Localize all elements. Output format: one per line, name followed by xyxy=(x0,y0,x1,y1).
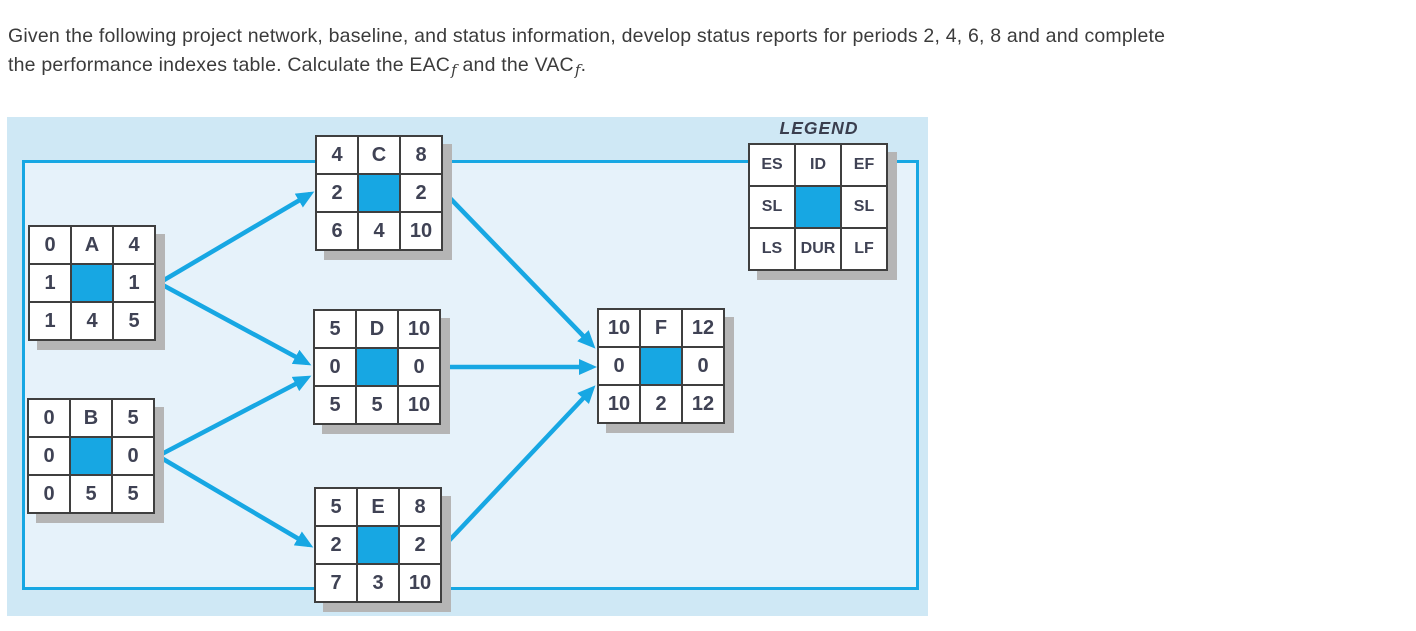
arrow-b-d xyxy=(156,375,312,458)
network-diagram-panel: 0 A 4 1 1 1 4 5 0 B 5 0 0 0 5 5 4 C 8 2 xyxy=(7,117,928,616)
cell-ls: 6 xyxy=(317,213,357,249)
node-f: 10 F 12 0 0 10 2 12 xyxy=(597,308,725,424)
node-a: 0 A 4 1 1 1 4 5 xyxy=(28,225,156,341)
cell-es: 0 xyxy=(29,400,69,436)
cell-ls: 5 xyxy=(315,387,355,423)
legend-cell-sl-left: SL xyxy=(750,187,794,227)
cell-ef: 5 xyxy=(113,400,153,436)
cell-ef: 8 xyxy=(401,137,441,173)
cell-sl-right: 0 xyxy=(683,348,723,384)
cell-es: 5 xyxy=(315,311,355,347)
arrows-layer xyxy=(156,191,597,548)
legend-cell-id: ID xyxy=(796,145,840,185)
cell-lf: 10 xyxy=(399,387,439,423)
cell-lf: 12 xyxy=(683,386,723,422)
cell-ls: 10 xyxy=(599,386,639,422)
legend-cell-lf: LF xyxy=(842,229,886,269)
cell-sl-left: 1 xyxy=(30,265,70,301)
arrow-a-c xyxy=(157,191,315,285)
cell-sl-right: 2 xyxy=(400,527,440,563)
cell-center xyxy=(72,265,112,301)
eac-subscript: f xyxy=(451,61,457,79)
cell-es: 5 xyxy=(316,489,356,525)
legend-title: LEGEND xyxy=(779,118,859,138)
legend-cell-center xyxy=(796,187,840,227)
legend-cell-sl-right: SL xyxy=(842,187,886,227)
arrow-e-f xyxy=(443,385,596,547)
cell-ef: 4 xyxy=(114,227,154,263)
cell-sl-left: 0 xyxy=(29,438,69,474)
cell-center xyxy=(358,527,398,563)
cell-sl-right: 2 xyxy=(401,175,441,211)
cell-ef: 12 xyxy=(683,310,723,346)
node-d: 5 D 10 0 0 5 5 10 xyxy=(313,309,441,425)
instruction-text: Given the following project network, bas… xyxy=(8,22,1408,81)
cell-es: 10 xyxy=(599,310,639,346)
cell-lf: 5 xyxy=(113,476,153,512)
cell-es: 4 xyxy=(317,137,357,173)
instruction-line-2: the performance indexes table. Calculate… xyxy=(8,54,587,79)
cell-sl-left: 2 xyxy=(316,527,356,563)
cell-id: F xyxy=(641,310,681,346)
cell-es: 0 xyxy=(30,227,70,263)
cell-ls: 0 xyxy=(29,476,69,512)
cell-dur: 4 xyxy=(72,303,112,339)
cell-id: C xyxy=(359,137,399,173)
cell-lf: 5 xyxy=(114,303,154,339)
cell-id: B xyxy=(71,400,111,436)
legend-cell-ls: LS xyxy=(750,229,794,269)
cell-center xyxy=(71,438,111,474)
cell-ls: 7 xyxy=(316,565,356,601)
cell-sl-left: 0 xyxy=(315,349,355,385)
cell-sl-left: 0 xyxy=(599,348,639,384)
node-b: 0 B 5 0 0 0 5 5 xyxy=(27,398,155,514)
cell-sl-left: 2 xyxy=(317,175,357,211)
arrow-b-e xyxy=(156,454,314,548)
arrow-c-f xyxy=(444,192,596,349)
cell-center xyxy=(359,175,399,211)
arrow-a-d xyxy=(157,281,312,366)
cell-center xyxy=(357,349,397,385)
instruction-line-1: Given the following project network, bas… xyxy=(8,25,1166,47)
cell-sl-right: 0 xyxy=(113,438,153,474)
cell-lf: 10 xyxy=(401,213,441,249)
cell-ef: 8 xyxy=(400,489,440,525)
cell-dur: 3 xyxy=(358,565,398,601)
cell-dur: 2 xyxy=(641,386,681,422)
cell-id: E xyxy=(358,489,398,525)
cell-dur: 4 xyxy=(359,213,399,249)
cell-sl-right: 1 xyxy=(114,265,154,301)
legend-cell-ef: EF xyxy=(842,145,886,185)
cell-dur: 5 xyxy=(357,387,397,423)
node-e: 5 E 8 2 2 7 3 10 xyxy=(314,487,442,603)
cell-dur: 5 xyxy=(71,476,111,512)
legend-cell-es: ES xyxy=(750,145,794,185)
cell-id: A xyxy=(72,227,112,263)
legend-key: ES ID EF SL SL LS DUR LF xyxy=(748,143,888,271)
cell-lf: 10 xyxy=(400,565,440,601)
cell-ef: 10 xyxy=(399,311,439,347)
legend-cell-dur: DUR xyxy=(796,229,840,269)
vac-subscript: f xyxy=(574,61,581,79)
cell-center xyxy=(641,348,681,384)
cell-sl-right: 0 xyxy=(399,349,439,385)
node-c: 4 C 8 2 2 6 4 10 xyxy=(315,135,443,251)
cell-id: D xyxy=(357,311,397,347)
cell-ls: 1 xyxy=(30,303,70,339)
